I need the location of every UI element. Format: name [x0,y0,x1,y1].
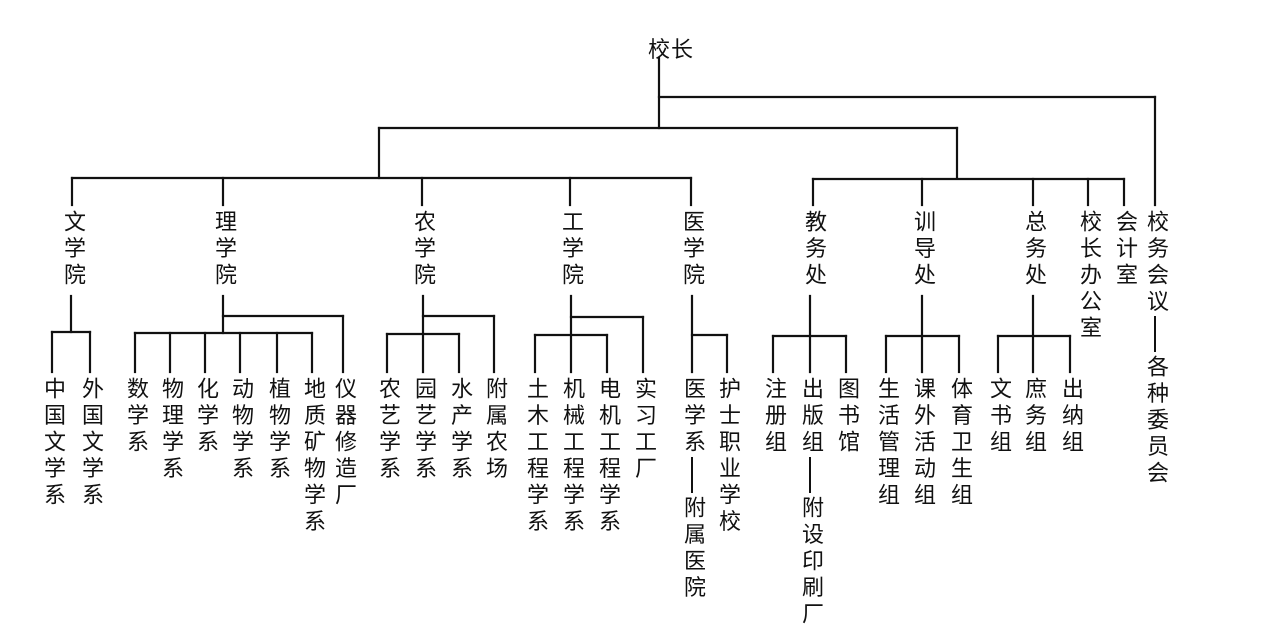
college-node-agriculture: 农学院 [410,210,435,290]
office-node-discipline: 训导处 [910,210,935,290]
group-node: 庶务组 [1021,377,1046,457]
department-node: 数学系 [123,377,148,457]
department-node: 土木工程学系 [523,377,548,536]
annex-node: 实习工厂 [631,377,656,483]
college-node-science: 理学院 [211,210,236,290]
attached-connector [1154,316,1156,352]
attached-unit-text: 附属医院 [680,495,705,602]
annex-node: 附属农场 [482,377,507,483]
department-node: 护士职业学校 [715,377,740,536]
group-node: 出纳组 [1058,377,1083,457]
department-node: 化学系 [193,377,218,457]
department-node: 外国文学系 [78,377,103,510]
group-node: 体育卫生组 [947,377,972,510]
group-node: 生活管理组 [874,377,899,510]
college-node-engineering: 工学院 [558,210,583,290]
office-node-general: 总务处 [1021,210,1046,290]
council-node: 校务会议 各种委员会 [1142,210,1168,488]
office-node-principal-office: 校长办公室 [1076,210,1101,343]
attached-connector [809,456,811,493]
node-principal: 校长 [648,38,695,63]
department-node: 机械工程学系 [559,377,584,536]
college-node-medicine: 医学院 [679,210,704,290]
department-node: 地质矿物学系 [300,377,325,536]
department-text: 医学系 [680,377,705,457]
department-node: 水产学系 [447,377,472,483]
college-node-letters: 文学院 [60,210,85,290]
group-node: 文书组 [986,377,1011,457]
group-text: 出版组 [798,377,823,457]
department-node: 园艺学系 [411,377,436,483]
attached-unit-text: 各种委员会 [1143,355,1168,488]
annex-node: 仪器修造厂 [331,377,356,510]
office-node-academic: 教务处 [801,210,826,290]
attached-unit-text: 附设印刷厂 [798,495,823,629]
department-node: 电机工程学系 [595,377,620,536]
group-node: 注册组 [761,377,786,457]
group-node-with-attached: 出版组 附设印刷厂 [797,377,823,628]
department-node: 农艺学系 [375,377,400,483]
department-node: 动物学系 [228,377,253,483]
department-node: 物理学系 [158,377,183,483]
council-text: 校务会议 [1143,210,1168,316]
group-node: 图书馆 [834,377,859,457]
department-node-with-attached: 医学系 附属医院 [679,377,705,602]
office-node-accounting: 会计室 [1112,210,1137,290]
group-node: 课外活动组 [910,377,935,510]
department-node: 植物学系 [265,377,290,483]
attached-connector [691,456,693,493]
department-node: 中国文学系 [40,377,65,510]
